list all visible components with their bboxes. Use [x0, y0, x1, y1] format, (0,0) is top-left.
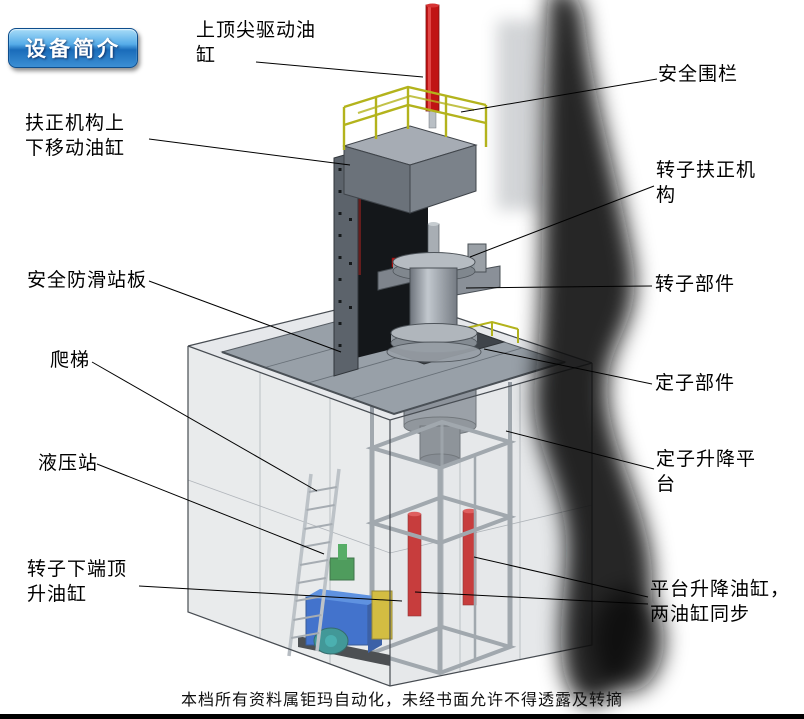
leader-platform-lift-1 — [473, 556, 649, 598]
leader-antislip-board — [148, 280, 342, 353]
label-antislip-board: 安全防滑站板 — [27, 270, 148, 291]
label-hydraulic-station: 液压站 — [38, 453, 99, 474]
label-platform-lift-cylinders: 平台升降油缸， 两油缸同步 — [650, 579, 791, 625]
stator-lift-frame — [365, 382, 517, 676]
leader-top-tip-cylinder — [255, 61, 424, 78]
yellow-unit — [371, 590, 393, 640]
ladder — [287, 468, 341, 657]
leader-ladder — [91, 361, 318, 492]
hydraulic-station — [298, 544, 393, 666]
leader-stator-lift-platform — [505, 430, 655, 470]
label-centering-updown: 扶正机构上 下移动油缸 — [25, 113, 126, 159]
title-badge: 设备简介 — [8, 28, 138, 68]
safety-fence — [342, 85, 488, 150]
head-right — [409, 144, 477, 214]
platform-lift-cylinders — [407, 508, 477, 617]
label-top-tip-cylinder: 上顶尖驱动油 缸 — [196, 20, 317, 66]
label-ladder: 爬梯 — [50, 350, 91, 371]
footer-disclaimer: 本档所有资料属钜玛自动化，未经书面允许不得透露及转摘 — [180, 692, 623, 709]
leader-hydraulic-station — [96, 463, 325, 555]
leader-rotor-jack-cylinder — [138, 585, 403, 602]
leader-rotor-centering — [469, 185, 655, 258]
label-rotor-centering: 转子扶正机 构 — [656, 160, 757, 206]
leader-platform-lift-2 — [414, 591, 649, 605]
leader-stator-part — [483, 348, 653, 385]
leader-centering-updown — [148, 138, 351, 166]
enclosure-glass-left — [188, 346, 390, 686]
leader-rotor-part — [465, 285, 653, 289]
shadow-smoke — [534, 0, 664, 705]
leader-safety-fence — [460, 78, 658, 113]
bottom-border — [0, 714, 804, 719]
soft-shadow-band — [497, 20, 541, 210]
rotor-assembly — [377, 222, 501, 363]
label-stator-lift-platform: 定子升降平 台 — [656, 449, 757, 495]
label-rotor-jack-cylinder: 转子下端顶 升油缸 — [27, 559, 128, 605]
label-rotor-part: 转子部件 — [655, 274, 736, 295]
label-safety-fence: 安全围栏 — [658, 64, 739, 85]
leader-lines — [91, 61, 658, 605]
column-bolts — [338, 168, 352, 347]
label-stator-part: 定子部件 — [655, 373, 736, 394]
top-tip-drive-cylinder — [425, 3, 440, 112]
